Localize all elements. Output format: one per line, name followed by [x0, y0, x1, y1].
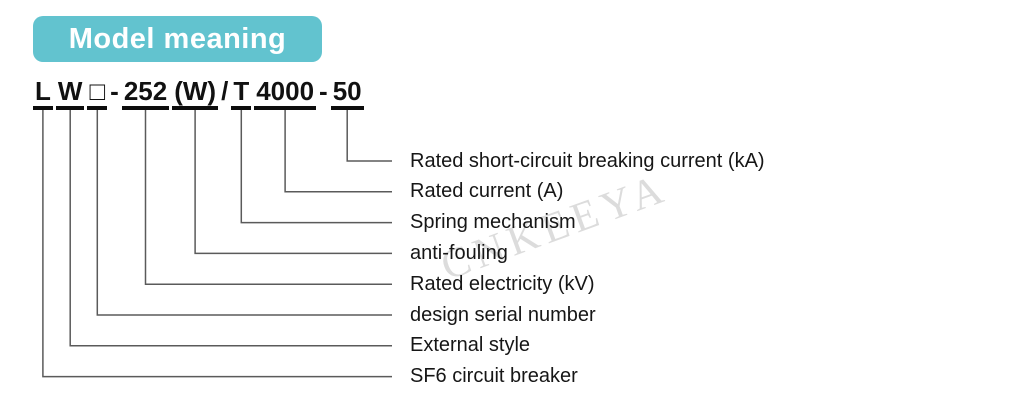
connector-line	[194, 110, 392, 255]
meaning-label: Rated electricity (kV)	[410, 272, 595, 295]
meaning-label: SF6 circuit breaker	[410, 365, 578, 388]
model-token-4: -	[110, 76, 119, 106]
meaning-label: design serial number	[410, 303, 596, 326]
model-token-5: 252	[121, 76, 170, 110]
model-token-2: W	[55, 76, 85, 110]
connector-line	[346, 110, 392, 162]
model-token-3: □	[87, 76, 108, 110]
connector-line	[42, 110, 392, 378]
model-token-6: (W)	[172, 76, 219, 110]
connector-line	[240, 110, 392, 224]
model-token-11: 50	[330, 76, 364, 110]
model-token-7: /	[221, 76, 229, 106]
model-token-8: T	[231, 76, 252, 110]
connector-line	[96, 110, 392, 316]
connector-line	[144, 110, 392, 285]
connector-line	[69, 110, 392, 347]
meaning-label: External style	[410, 334, 531, 357]
model-token-10: -	[319, 76, 328, 106]
section-title: Model meaning	[68, 22, 287, 55]
connector-line	[284, 110, 392, 193]
model-token-9: 4000	[254, 76, 317, 110]
meaning-label: Rated short-circuit breaking current (kA…	[410, 149, 765, 172]
model-token-1: L	[33, 76, 53, 110]
section-header-badge: Model meaning	[33, 16, 322, 62]
meaning-label: anti-fouling	[410, 241, 508, 264]
meaning-label: Rated current (A)	[410, 180, 564, 203]
meaning-label: Spring mechanism	[410, 211, 576, 234]
